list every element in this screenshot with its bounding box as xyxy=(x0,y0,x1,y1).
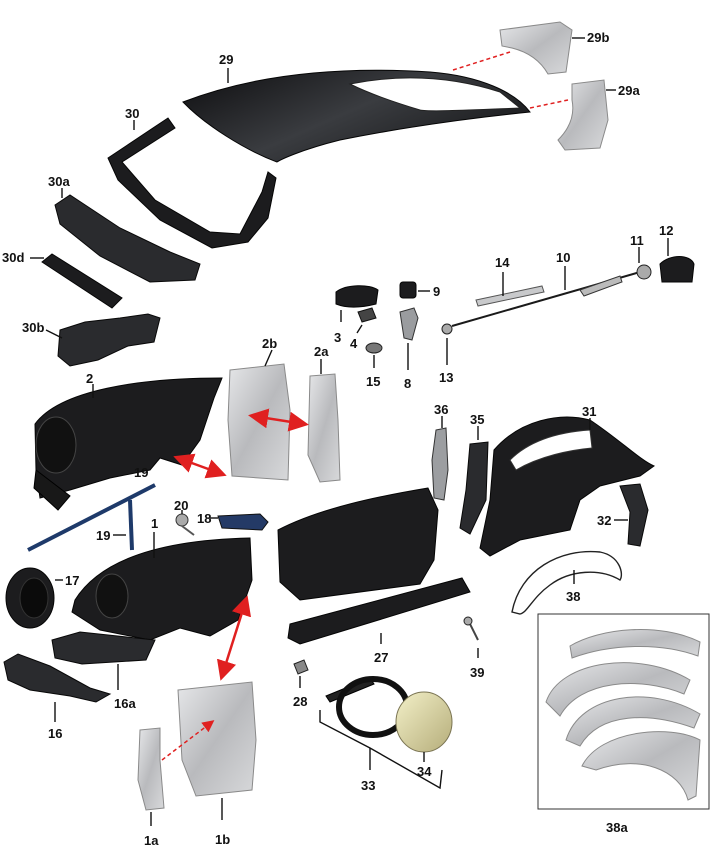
bracket-18 xyxy=(217,513,269,531)
label-8: 8 xyxy=(404,376,411,391)
label-1: 1 xyxy=(151,516,158,531)
wheel-arch-38 xyxy=(511,550,623,615)
label-34: 34 xyxy=(417,764,432,779)
label-10: 10 xyxy=(556,250,570,265)
washer-13 xyxy=(441,323,453,335)
label-28: 28 xyxy=(293,694,307,709)
fender-repair-panel-2b xyxy=(227,363,291,481)
label-30: 30 xyxy=(125,106,139,121)
latch-bracket-8 xyxy=(399,307,419,341)
label-39: 39 xyxy=(470,665,484,680)
flare-3 xyxy=(565,696,701,747)
label-1b: 1b xyxy=(215,832,230,847)
arrow-1-1b xyxy=(216,595,252,681)
dash-1a-1b xyxy=(161,720,215,761)
label-16: 16 xyxy=(48,726,62,741)
trim-strip-19a xyxy=(27,483,156,552)
cowl-bracket-30b xyxy=(57,313,161,367)
label-3: 3 xyxy=(334,330,341,345)
headlight-support-16a xyxy=(51,631,156,665)
fuel-lid-34 xyxy=(395,691,453,753)
label-2: 2 xyxy=(86,371,93,386)
label-32: 32 xyxy=(597,513,611,528)
label-30b: 30b xyxy=(22,320,44,335)
clip-15 xyxy=(365,342,383,354)
label-2b: 2b xyxy=(262,336,277,351)
dash-29a xyxy=(529,99,569,109)
inner-fender-16 xyxy=(3,653,112,703)
roof-pillar-29b xyxy=(499,21,573,75)
label-36: 36 xyxy=(434,402,448,417)
hinge-36 xyxy=(431,427,449,501)
fender-repair-strip-1a xyxy=(137,727,165,811)
label-38a: 38a xyxy=(606,820,628,835)
label-33: 33 xyxy=(361,778,375,793)
nut-11 xyxy=(636,264,652,280)
latch-handle-3 xyxy=(335,285,379,308)
label-13: 13 xyxy=(439,370,453,385)
label-14: 14 xyxy=(495,255,510,270)
fender-repair-panel-1b xyxy=(177,681,257,797)
arrow-2-2b xyxy=(173,453,227,479)
flare-4 xyxy=(581,731,701,801)
bolt-20 xyxy=(175,513,195,536)
label-35: 35 xyxy=(470,412,484,427)
label-38: 38 xyxy=(566,589,580,604)
clip-28 xyxy=(293,659,309,675)
fender-repair-strip-2a xyxy=(307,373,341,483)
rocker-panel-27 xyxy=(287,577,471,645)
label-29a: 29a xyxy=(618,83,640,98)
label-9: 9 xyxy=(433,284,440,299)
rear-quarter-31 xyxy=(479,416,656,557)
front-fender-2 xyxy=(33,377,223,511)
leader-2b xyxy=(264,349,273,367)
label-30a: 30a xyxy=(48,174,70,189)
screw-39 xyxy=(463,616,479,641)
pull-knob-12 xyxy=(659,256,695,283)
windshield-frame-30 xyxy=(107,117,277,249)
roof-panel-29 xyxy=(182,69,531,163)
front-fender-1 xyxy=(71,537,253,641)
label-1a: 1a xyxy=(144,833,159,848)
grommet-9 xyxy=(399,281,417,299)
label-12: 12 xyxy=(659,223,673,238)
label-19b: 19 xyxy=(96,528,110,543)
label-17: 17 xyxy=(65,573,79,588)
label-20: 20 xyxy=(174,498,188,513)
flare-2 xyxy=(545,662,691,717)
label-18: 18 xyxy=(197,511,211,526)
roof-pillar-29a xyxy=(557,79,609,151)
label-15: 15 xyxy=(366,374,380,389)
label-16a: 16a xyxy=(114,696,136,711)
cable-tube-14 xyxy=(475,285,545,307)
filler-gasket-33 xyxy=(325,676,410,738)
trim-strip-19b xyxy=(128,499,134,551)
arrow-2b-2a xyxy=(248,408,309,432)
rear-inner-panel-32 xyxy=(619,483,649,547)
label-31: 31 xyxy=(582,404,596,419)
leader-30b xyxy=(45,329,63,339)
door-shell xyxy=(277,487,439,601)
clip-4 xyxy=(357,307,377,323)
leader-4 xyxy=(356,324,363,334)
label-4: 4 xyxy=(350,336,358,351)
cowl-vent-30d xyxy=(41,253,123,309)
cowl-panel-30a xyxy=(54,194,201,283)
headlight-bucket-17 xyxy=(5,567,55,629)
label-30d: 30d xyxy=(2,250,24,265)
label-27: 27 xyxy=(374,650,388,665)
dash-29b xyxy=(452,51,511,71)
label-29b: 29b xyxy=(587,30,609,45)
flare-1 xyxy=(569,629,701,659)
label-11: 11 xyxy=(630,233,644,248)
label-29: 29 xyxy=(219,52,233,67)
label-19a: 19 xyxy=(134,465,148,480)
cable-sleeve-10 xyxy=(579,275,623,297)
label-2a: 2a xyxy=(314,344,329,359)
b-pillar-35 xyxy=(459,441,489,535)
